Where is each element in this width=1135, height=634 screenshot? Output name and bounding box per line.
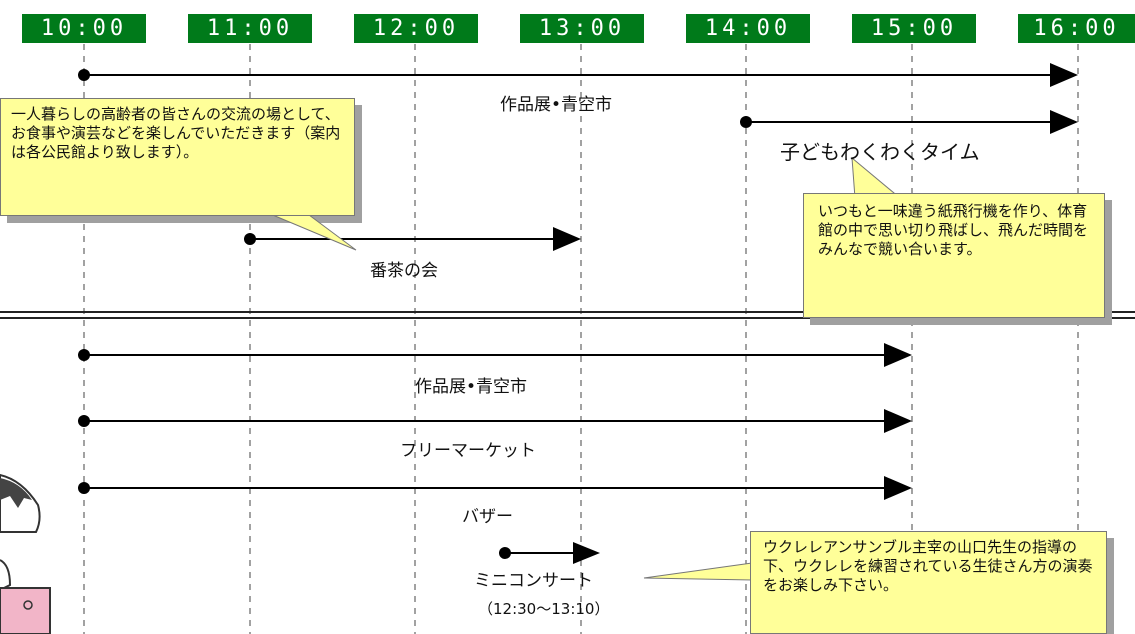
arrow-upper-exhibition — [78, 63, 1078, 87]
time-label-15: 15:00 — [852, 14, 976, 43]
label-tea-party: 番茶の会 — [370, 261, 438, 281]
arrow-bazaar — [78, 476, 912, 500]
note-concert: ウクレレアンサンブル主宰の山口先生の指導の下、ウクレレを練習されている生徒さん方… — [750, 531, 1107, 634]
label-lower-exhibition: 作品展•青空市 — [415, 377, 528, 397]
label-flea-market: フリーマーケット — [400, 441, 536, 461]
label-kids-time: 子どもわくわくタイム — [780, 140, 980, 164]
time-label-10: 10:00 — [22, 14, 146, 43]
time-label-13: 13:00 — [520, 14, 644, 43]
time-label-12: 12:00 — [354, 14, 478, 43]
note-concert-tail — [643, 562, 753, 581]
time-label-16: 16:00 — [1018, 14, 1135, 43]
label-bazaar: バザー — [462, 507, 513, 527]
arrow-flea-market — [78, 409, 912, 433]
arrow-tea-party — [244, 227, 581, 251]
arrow-lower-exhibition — [78, 343, 912, 367]
label-mini-concert-time: （12:30〜13:10） — [478, 600, 610, 618]
note-kids: いつもと一味違う紙飛行機を作り、体育館の中で思い切り飛ばし、飛んだ時間をみんなで… — [803, 193, 1105, 318]
time-label-14: 14:00 — [686, 14, 810, 43]
label-upper-exhibition: 作品展•青空市 — [500, 95, 613, 115]
arrow-mini-concert — [499, 542, 600, 564]
arrow-kids-time — [740, 110, 1078, 134]
person-illustration — [0, 473, 51, 634]
note-elderly: 一人暮らしの高齢者の皆さんの交流の場として、お食事や演芸などを楽しんでいただきま… — [0, 98, 355, 216]
label-mini-concert: ミニコンサート — [474, 571, 593, 591]
time-label-11: 11:00 — [188, 14, 312, 43]
